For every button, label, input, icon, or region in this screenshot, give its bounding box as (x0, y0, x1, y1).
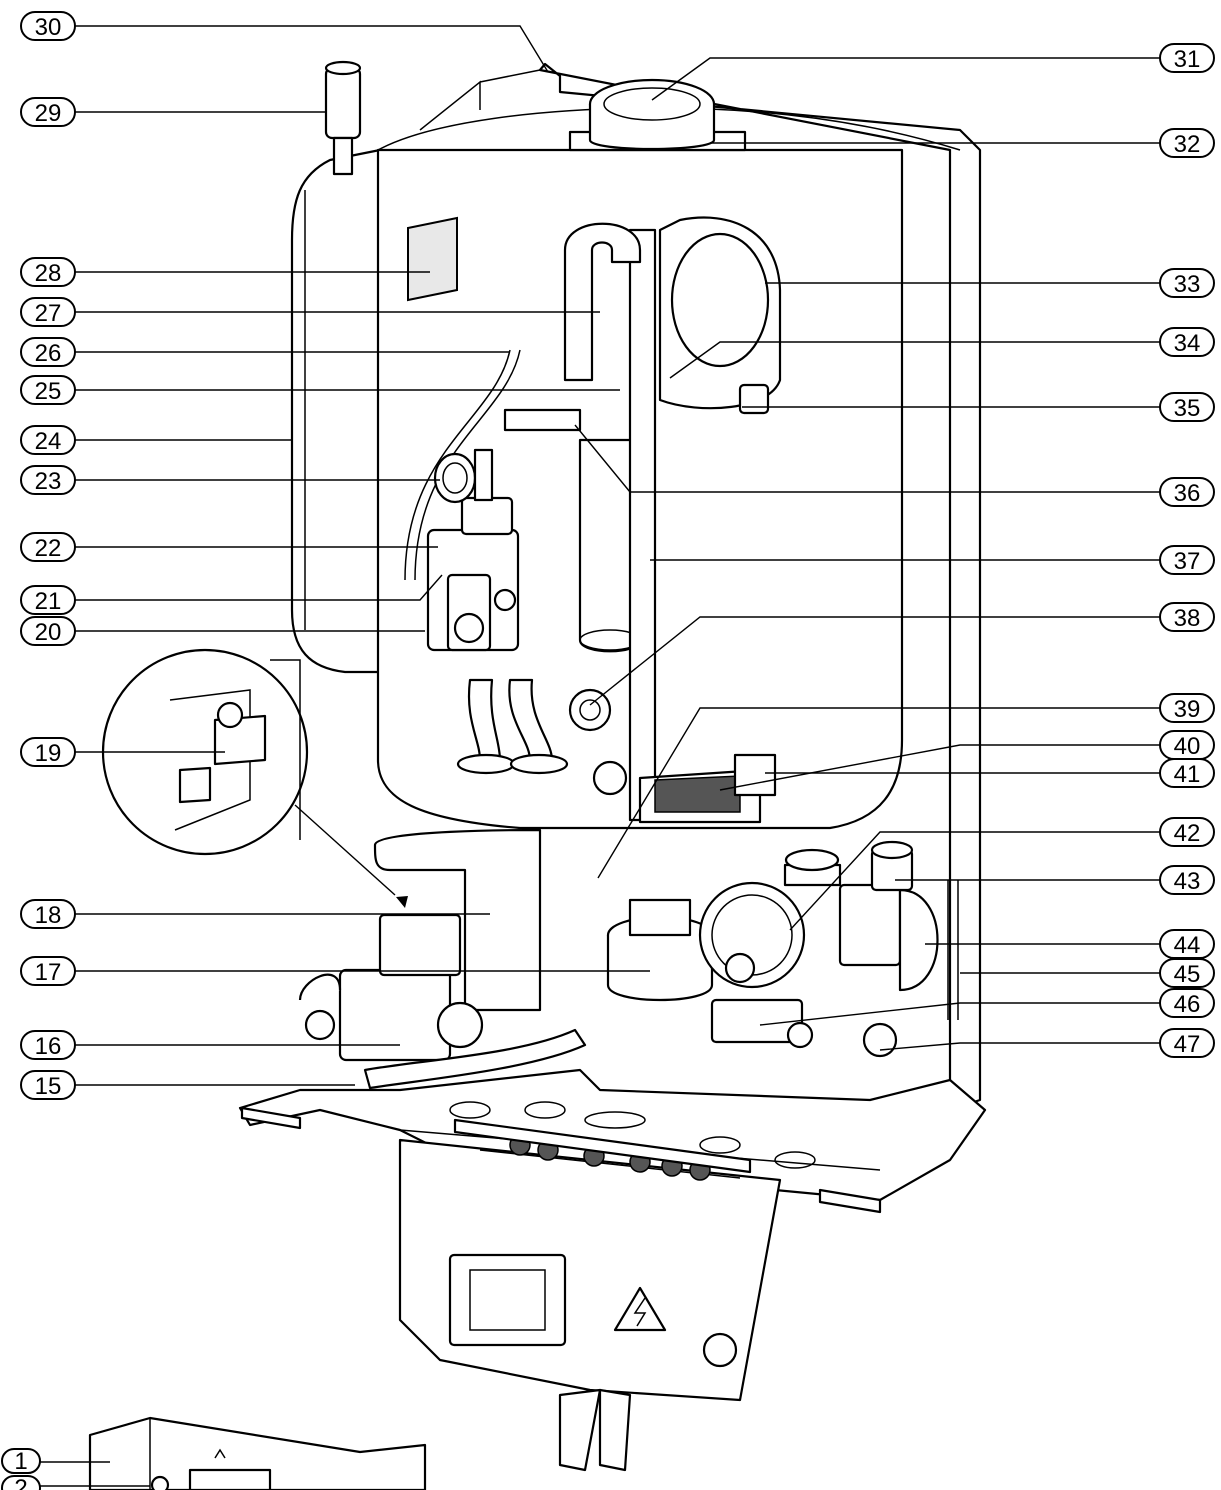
svg-text:37: 37 (1174, 548, 1201, 575)
svg-text:44: 44 (1174, 932, 1201, 959)
svg-text:39: 39 (1174, 696, 1201, 723)
callout: 39 (1159, 693, 1215, 723)
flue-connector (568, 78, 747, 152)
svg-text:45: 45 (1174, 961, 1201, 988)
back-frame (538, 62, 982, 1112)
callout: 26 (20, 337, 76, 367)
callout: 2 (1, 1475, 41, 1490)
svg-text:38: 38 (1174, 605, 1201, 632)
callout: 38 (1159, 602, 1215, 632)
svg-text:30: 30 (35, 14, 62, 41)
callout: 34 (1159, 327, 1215, 357)
flow-pipe (373, 828, 542, 1012)
callout: 33 (1159, 268, 1215, 298)
callout: 22 (20, 532, 76, 562)
svg-text:2: 2 (14, 1475, 27, 1490)
svg-text:18: 18 (35, 902, 62, 929)
callout: 35 (1159, 392, 1215, 422)
svg-text:43: 43 (1174, 868, 1201, 895)
callout: 32 (1159, 128, 1215, 158)
callout: 17 (20, 956, 76, 986)
callout: 18 (20, 899, 76, 929)
heat-exchanger (503, 228, 657, 822)
svg-text:15: 15 (35, 1073, 62, 1100)
callout: 40 (1159, 730, 1215, 760)
callout: 23 (20, 465, 76, 495)
svg-text:26: 26 (35, 340, 62, 367)
diverter-motor (298, 913, 484, 1062)
callout: 30 (20, 11, 76, 41)
callout: 28 (20, 257, 76, 287)
svg-text:17: 17 (35, 959, 62, 986)
air-intake-pipe (563, 222, 642, 382)
svg-text:34: 34 (1174, 330, 1201, 357)
svg-text:46: 46 (1174, 991, 1201, 1018)
callout: 47 (1159, 1028, 1215, 1058)
callout: 29 (20, 97, 76, 127)
callouts-left: 30 29 28 27 26 25 24 23 22 21 20 19 18 1… (1, 11, 76, 1490)
callout: 36 (1159, 477, 1215, 507)
svg-text:35: 35 (1174, 395, 1201, 422)
callout: 16 (20, 1030, 76, 1060)
circulation-pump (698, 848, 842, 1044)
inset-panel (88, 1416, 427, 1490)
pointer-arrow-icon (396, 896, 408, 908)
fan-assembly (658, 216, 782, 415)
callout: 44 (1159, 929, 1215, 959)
callout: 24 (20, 425, 76, 455)
svg-text:1: 1 (14, 1448, 27, 1475)
callout: 25 (20, 375, 76, 405)
callout: 42 (1159, 817, 1215, 847)
plate-heat-exchanger (786, 840, 959, 1058)
svg-text:19: 19 (35, 740, 62, 767)
electrical-hazard-icon (613, 1286, 667, 1332)
svg-text:40: 40 (1174, 733, 1201, 760)
svg-text:27: 27 (35, 300, 62, 327)
callout: 31 (1159, 43, 1215, 73)
callout: 46 (1159, 988, 1215, 1018)
svg-text:42: 42 (1174, 820, 1201, 847)
callout: 20 (20, 616, 76, 646)
svg-text:32: 32 (1174, 131, 1201, 158)
callout: 15 (20, 1070, 76, 1100)
callout: 1 (1, 1448, 41, 1475)
svg-text:33: 33 (1174, 271, 1201, 298)
callout: 19 (20, 737, 76, 767)
callout: 45 (1159, 958, 1215, 988)
expansion-vessel (290, 148, 382, 674)
pressure-sensor (433, 448, 494, 504)
condensate-trap (606, 898, 714, 1002)
svg-text:16: 16 (35, 1033, 62, 1060)
svg-text:29: 29 (35, 100, 62, 127)
control-box (398, 1134, 782, 1472)
callout: 27 (20, 297, 76, 327)
svg-text:31: 31 (1174, 46, 1201, 73)
burner-bottom (568, 688, 777, 824)
callouts-right: 31 32 33 34 35 36 37 38 39 40 41 42 43 4… (1159, 43, 1215, 1058)
callout: 43 (1159, 865, 1215, 895)
callout: 21 (20, 585, 76, 615)
svg-text:22: 22 (35, 535, 62, 562)
svg-text:24: 24 (35, 428, 62, 455)
svg-text:41: 41 (1174, 761, 1201, 788)
svg-text:47: 47 (1174, 1031, 1201, 1058)
svg-text:28: 28 (35, 260, 62, 287)
svg-text:36: 36 (1174, 480, 1201, 507)
svg-text:25: 25 (35, 378, 62, 405)
auto-air-vent (324, 60, 362, 176)
data-plate (407, 216, 458, 302)
boiler-drawing (88, 60, 987, 1490)
svg-text:21: 21 (35, 588, 62, 615)
callout: 41 (1159, 758, 1215, 788)
leader-lines (40, 25, 1160, 1487)
callout: 37 (1159, 545, 1215, 575)
svg-text:23: 23 (35, 468, 62, 495)
svg-text:20: 20 (35, 619, 62, 646)
